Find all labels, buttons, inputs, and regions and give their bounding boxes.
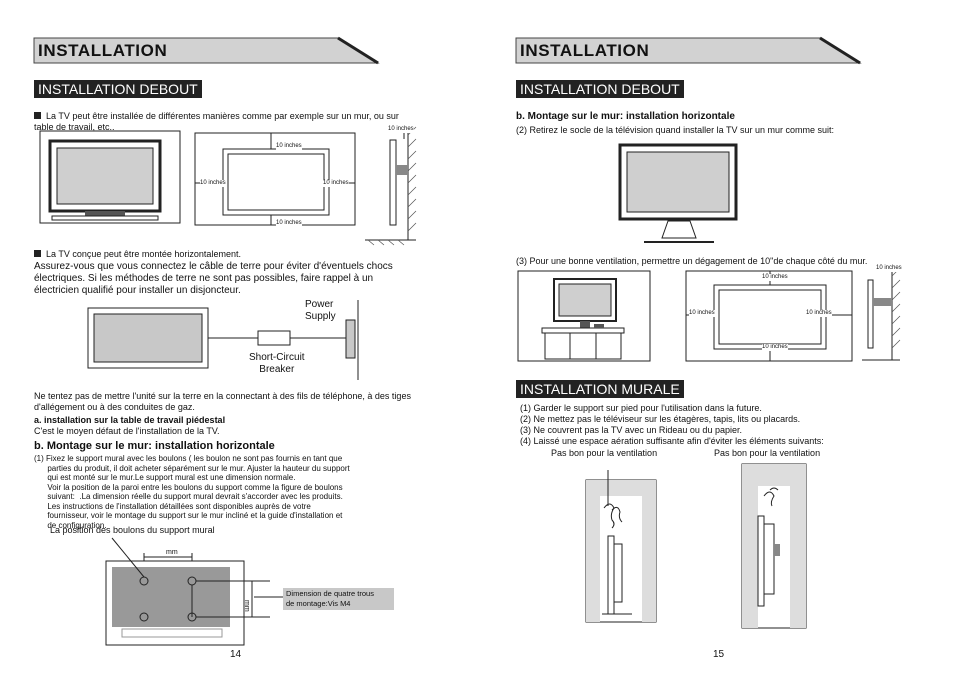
sub-a-text: C'est le moyen défaut de l'installation … [34,426,220,436]
murale-item-2: (2) Ne mettez pas le téléviseur sur les … [520,414,801,424]
clearance-label-left: 10 inches [200,180,226,187]
page-number-right: 15 [713,649,725,660]
right-header-title: INSTALLATION [520,41,650,60]
left-bullet-1: La TV peut être installée de différentes… [34,111,414,133]
clearance-label-side-right: 10 inches [876,265,902,272]
clearance-label-right: 10 inches [323,180,349,187]
tv-on-stand-illustration [39,130,181,224]
mm-vertical: mm [243,600,250,612]
dimension-box: Dimension de quatre trous de montage:Vis… [283,588,394,610]
sub-b-title-left: b. Montage sur le mur: installation hori… [34,440,275,452]
right-section-title: INSTALLATION DEBOUT [516,80,684,98]
clearance-label-left-right: 10 inches [689,310,715,317]
sub-b-text-left: (1) Fixez le support mural avec les boul… [34,454,350,530]
clearance-label-right-right: 10 inches [806,310,832,317]
bad-ventilation-label-right: Pas bon pour la ventilation [714,448,821,458]
ground-text: Assurez-vous que vous connectez le câble… [34,261,393,296]
wall-mount-side-view-left [365,126,417,246]
left-header-title: INSTALLATION [38,41,168,60]
step-3-text: (3) Pour une bonne ventilation, permettr… [516,256,868,266]
clearance-label-bottom: 10 inches [276,220,302,227]
mm-horizontal: mm [166,549,178,556]
clearance-label-top: 10 inches [276,143,302,150]
clearance-label-bottom-right: 10 inches [762,344,788,351]
sub-a-title: a. installation sur la table de travail … [34,415,226,425]
murale-item-4: (4) Laissé une espace aération suffisant… [520,436,824,446]
step-2-text: (2) Retirez le socle de la télévision qu… [516,125,834,135]
murale-item-3: (3) Ne couvrent pas la TV avec un Rideau… [520,425,742,435]
murale-section-title: INSTALLATION MURALE [516,380,684,398]
murale-item-1: (1) Garder le support sur pied pour l'ut… [520,403,762,413]
page-number-left: 14 [230,649,242,660]
clearance-label-top-right: 10 inches [762,274,788,281]
sub-b-title-right: b. Montage sur le mur: installation hori… [516,111,735,122]
bolt-position-diagram [105,537,284,646]
power-supply-diagram [87,300,359,380]
bolt-position-label: La position des boulons du support mural [50,525,215,535]
clearance-diagram-left [194,132,356,226]
bad-ventilation-label-left: Pas bon pour la ventilation [551,448,658,458]
alcove-illustration-right [741,463,807,629]
left-bullet-2: La TV conçue peut être montée horizontal… [34,249,241,260]
wall-mount-side-view-right [862,267,901,361]
tv-on-cabinet-illustration [517,270,651,362]
tv-stand-removal-illustration [618,143,738,243]
clearance-label-side: 10 inches [388,126,414,133]
alcove-illustration-left [585,470,657,623]
left-section-title: INSTALLATION DEBOUT [34,80,202,98]
short-circuit-label: Short-Circuit Breaker [249,352,305,375]
power-supply-label: Power Supply [305,299,336,322]
warning-text: Ne tentez pas de mettre l'unité sur la t… [34,391,411,412]
